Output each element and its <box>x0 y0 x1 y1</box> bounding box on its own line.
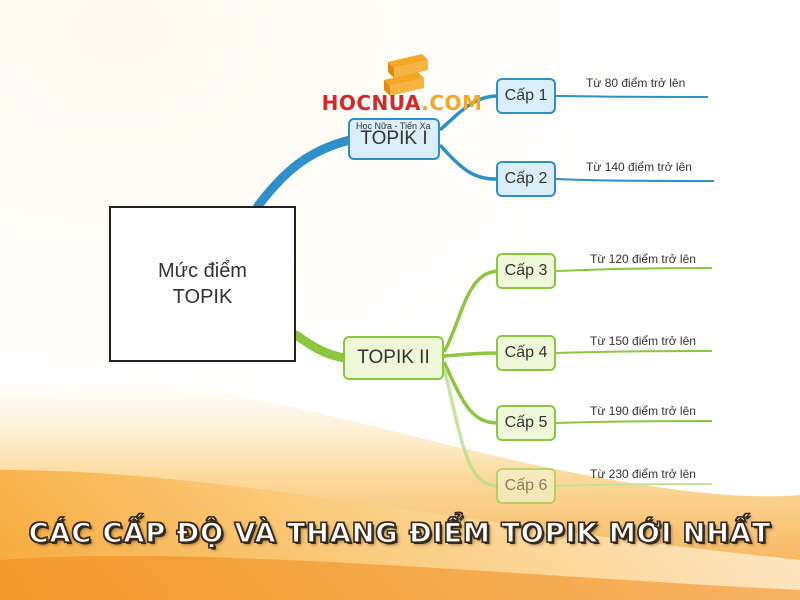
logo-tagline: Học Nữa - Tiến Xa <box>356 121 431 131</box>
underline-cap4 <box>555 350 713 354</box>
level-label: Cấp 2 <box>504 170 548 187</box>
level-label: Cấp 3 <box>504 262 548 279</box>
level-label: Cấp 6 <box>504 477 548 494</box>
topik1-label: TOPIK I <box>360 128 428 149</box>
level-label: Cấp 1 <box>504 87 548 104</box>
banner-title: CÁC CẤP ĐỘ VÀ THANG ĐIỂM TOPIK MỚI NHẤT <box>28 517 772 549</box>
topik1-node: TOPIK I <box>348 118 440 160</box>
logo-wordmark: HOCNUA.COM <box>320 91 484 115</box>
underline-cap3 <box>555 267 713 272</box>
root-label-line2: TOPIK <box>172 286 233 308</box>
underline-cap5 <box>555 420 713 424</box>
topik2-node: TOPIK II <box>343 336 444 380</box>
book-logo-icon <box>384 54 428 96</box>
connector-topik2-cap4 <box>443 351 499 358</box>
level-node-cap3: Cấp 3 <box>496 253 556 289</box>
requirement-cap6: Từ 230 điểm trở lên <box>590 467 696 481</box>
connector-topik2-cap5 <box>442 361 499 425</box>
connector-topik2-cap6 <box>442 367 499 488</box>
root-label-line1: Mức điểm <box>158 260 247 282</box>
connector-root-topik2 <box>291 330 350 363</box>
logo-brand: HOCNUA <box>321 91 422 115</box>
topik2-label: TOPIK II <box>357 347 430 368</box>
level-node-cap5: Cấp 5 <box>496 405 556 441</box>
level-node-cap6: Cấp 6 <box>496 468 556 504</box>
level-label: Cấp 4 <box>504 344 548 361</box>
connector-topik2-cap3 <box>442 269 499 353</box>
level-label: Cấp 5 <box>504 414 548 431</box>
underline-cap6 <box>555 483 713 487</box>
requirement-cap3: Từ 120 điểm trở lên <box>590 252 696 266</box>
logo-domain: .COM <box>421 91 483 115</box>
requirement-cap4: Từ 150 điểm trở lên <box>590 334 696 348</box>
underline-cap2 <box>555 178 715 182</box>
underline-cap1 <box>555 95 709 98</box>
root-node: Mức điểm TOPIK <box>109 206 296 362</box>
requirement-cap5: Từ 190 điểm trở lên <box>590 404 696 418</box>
requirement-cap2: Từ 140 điểm trở lên <box>586 160 692 174</box>
connector-topik1-cap2 <box>438 143 499 181</box>
connector-root-topik1 <box>253 135 355 211</box>
level-node-cap1: Cấp 1 <box>496 78 556 114</box>
requirement-cap1: Từ 80 điểm trở lên <box>586 76 686 90</box>
level-node-cap4: Cấp 4 <box>496 335 556 371</box>
level-node-cap2: Cấp 2 <box>496 161 556 197</box>
connector-topik1-cap1 <box>438 94 499 132</box>
